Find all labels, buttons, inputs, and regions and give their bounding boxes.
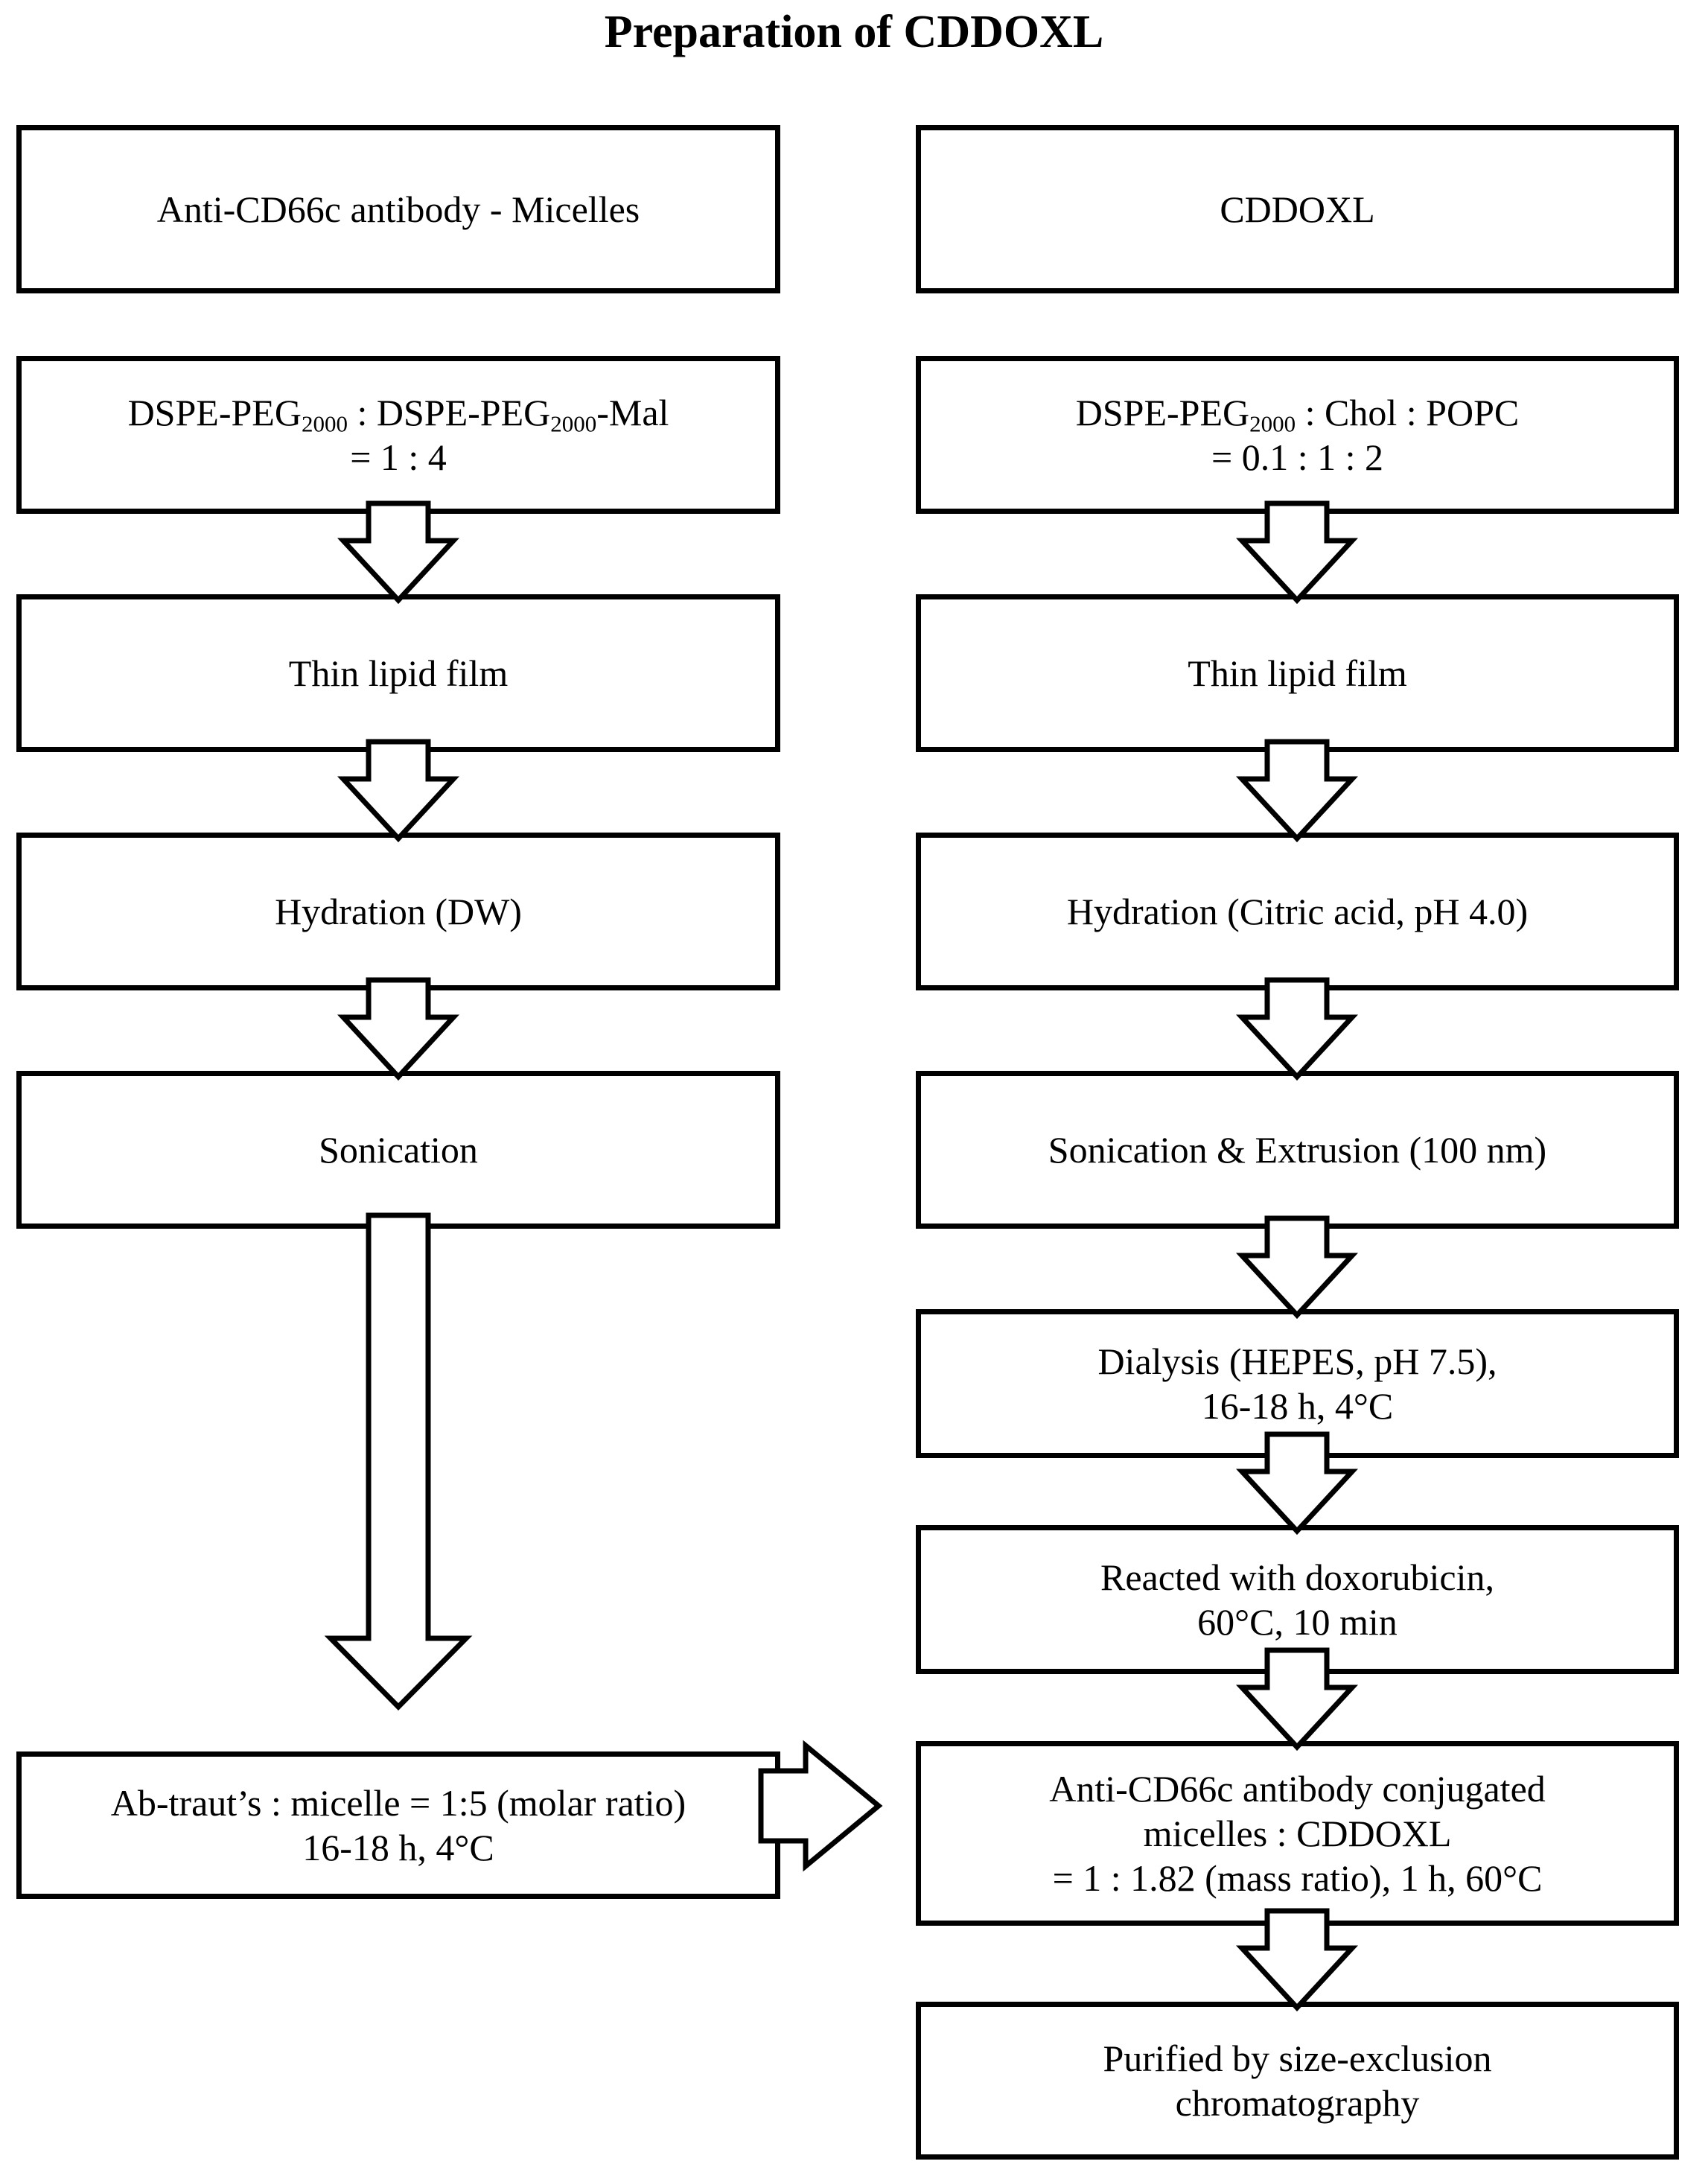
node-left-3[interactable]: Thin lipid film	[16, 594, 780, 752]
node-left-6-label: Ab-traut’s : micelle = 1:5 (molar ratio)…	[110, 1782, 686, 1868]
node-left-3-label: Thin lipid film	[288, 652, 509, 694]
node-left-5-label: Sonication	[319, 1129, 478, 1171]
arrow-right-8-to-9	[1235, 1908, 1359, 2012]
node-left-1[interactable]: Anti-CD66c antibody - Micelles	[16, 125, 780, 293]
arrow-left-5-to-6-long	[324, 1212, 473, 1711]
node-left-2[interactable]: DSPE-PEG2000 : DSPE-PEG2000-Mal= 1 : 4	[16, 356, 780, 514]
node-right-2-label: DSPE-PEG2000 : Chol : POPC= 0.1 : 1 : 2	[1065, 390, 1529, 480]
node-right-6[interactable]: Dialysis (HEPES, pH 7.5),16-18 h, 4°C	[916, 1309, 1679, 1458]
node-right-1[interactable]: CDDOXL	[916, 125, 1679, 293]
node-right-1-label: CDDOXL	[1220, 188, 1375, 230]
arrow-right-4-to-5	[1235, 977, 1359, 1081]
node-left-5[interactable]: Sonication	[16, 1071, 780, 1229]
arrow-left-2-to-3	[337, 500, 460, 605]
arrow-right-5-to-6	[1235, 1215, 1359, 1320]
node-right-7[interactable]: Reacted with doxorubicin,60°C, 10 min	[916, 1525, 1679, 1674]
node-right-3-label: Thin lipid film	[1188, 652, 1407, 694]
node-right-5-label: Sonication & Extrusion (100 nm)	[1048, 1129, 1547, 1171]
arrow-left-3-to-4	[337, 739, 460, 843]
node-right-7-label: Reacted with doxorubicin,60°C, 10 min	[1100, 1556, 1495, 1643]
arrow-right-2-to-3	[1235, 500, 1359, 605]
node-left-4[interactable]: Hydration (DW)	[16, 833, 780, 990]
node-left-2-line1: DSPE-PEG2000 : DSPE-PEG2000-Mal	[127, 392, 669, 437]
node-left-1-label: Anti-CD66c antibody - Micelles	[156, 188, 640, 230]
page-title: Preparation of CDDOXL	[604, 7, 1104, 57]
arrow-right-3-to-4	[1235, 739, 1359, 843]
node-right-2[interactable]: DSPE-PEG2000 : Chol : POPC= 0.1 : 1 : 2	[916, 356, 1679, 514]
node-left-2-line2: = 1 : 4	[350, 436, 447, 478]
node-right-5[interactable]: Sonication & Extrusion (100 nm)	[916, 1071, 1679, 1229]
node-right-6-label: Dialysis (HEPES, pH 7.5),16-18 h, 4°C	[1097, 1340, 1497, 1427]
node-left-4-label: Hydration (DW)	[275, 891, 522, 932]
node-right-4[interactable]: Hydration (Citric acid, pH 4.0)	[916, 833, 1679, 990]
arrow-left-4-to-5	[337, 977, 460, 1081]
node-right-3[interactable]: Thin lipid film	[916, 594, 1679, 752]
node-right-2-line2: = 0.1 : 1 : 2	[1211, 436, 1383, 478]
arrow-left6-to-right8	[758, 1740, 883, 1872]
node-left-2-label: DSPE-PEG2000 : DSPE-PEG2000-Mal= 1 : 4	[118, 390, 680, 480]
node-right-4-label: Hydration (Citric acid, pH 4.0)	[1066, 891, 1529, 932]
node-left-6[interactable]: Ab-traut’s : micelle = 1:5 (molar ratio)…	[16, 1751, 780, 1899]
node-right-2-line1: DSPE-PEG2000 : Chol : POPC	[1075, 392, 1520, 437]
